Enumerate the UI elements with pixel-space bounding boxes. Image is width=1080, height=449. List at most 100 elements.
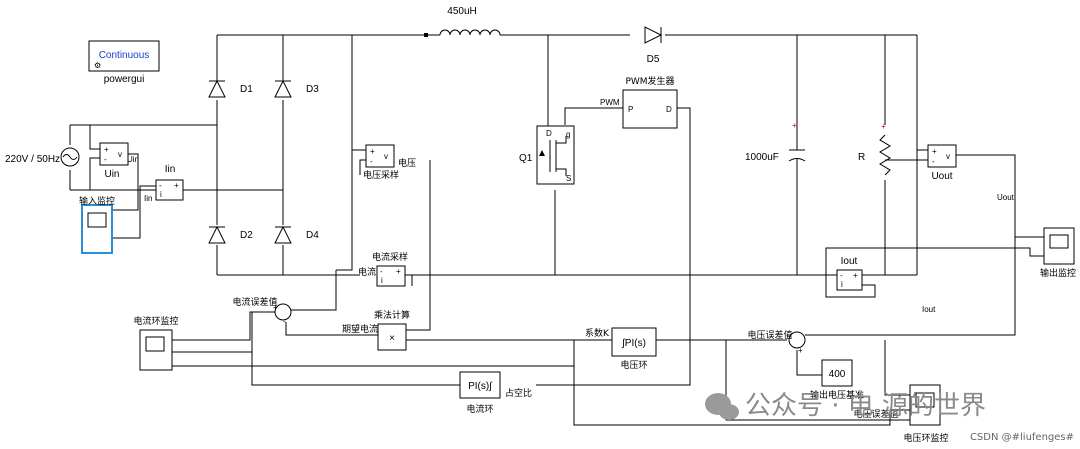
svg-text:v: v xyxy=(118,150,122,159)
mult-out-label: 期望电流 xyxy=(342,323,378,335)
mosfet-q1[interactable]: D g S Q1 xyxy=(519,125,575,185)
mult-title: 乘法计算 xyxy=(374,309,410,321)
pwm-in-label: PWM xyxy=(600,98,620,107)
sum-current-label: 电流误差值 xyxy=(232,296,277,308)
uin-out: Uin xyxy=(127,155,139,164)
pwm-title: PWM发生器 xyxy=(625,75,674,87)
sum-current-error[interactable]: +- 电流误差值 xyxy=(232,296,292,326)
isample-out: 电流 xyxy=(358,266,376,278)
resistor[interactable]: + R xyxy=(858,122,891,176)
svg-text:i: i xyxy=(841,280,843,289)
q1-d-port: D xyxy=(546,129,552,138)
const-value: 400 xyxy=(829,369,846,380)
wechat-watermark: 公众号 · 电 源的世界 xyxy=(705,391,986,421)
vsample-out: 电压 xyxy=(398,157,416,169)
d1-label: D1 xyxy=(240,84,253,95)
pwm-port-p: P xyxy=(628,105,633,114)
svg-text:+: + xyxy=(396,267,401,276)
vsample-name: 电压采样 xyxy=(363,169,399,181)
svg-text:+: + xyxy=(174,181,179,190)
scope-current-loop[interactable]: 电流环监控 xyxy=(133,315,179,371)
diode-d5[interactable]: D5 xyxy=(644,26,663,65)
pwm-generator[interactable]: PWM发生器 P D PWM xyxy=(600,75,678,129)
scope-current-label: 电流环监控 xyxy=(133,315,178,327)
svg-text:i: i xyxy=(160,190,162,199)
constant-400[interactable]: 400 输出电压基准 xyxy=(810,359,864,401)
svg-text:+: + xyxy=(932,147,937,156)
scope-output-label: 输出监控 xyxy=(1040,267,1076,279)
q1-g-port: g xyxy=(566,130,570,139)
d4-label: D4 xyxy=(306,230,319,241)
voltage-err-wire-label: 电压误差值 xyxy=(853,408,898,420)
pi-current-out: 占空比 xyxy=(505,387,532,399)
svg-text:PI(s)∫: PI(s)∫ xyxy=(468,381,493,392)
pi-current-loop[interactable]: PI(s)∫ 电流环 占空比 xyxy=(459,371,532,415)
iout-name: Iout xyxy=(841,256,858,267)
pi-voltage-loop[interactable]: ∫PI(s) 电压环 xyxy=(611,327,657,371)
csdn-credit: CSDN @#liufenges# xyxy=(970,432,1074,443)
diode-d1[interactable]: D1 xyxy=(208,79,253,98)
resistor-label: R xyxy=(858,152,865,163)
mult-in-label: 系数K xyxy=(585,327,610,339)
scope-input-label: 输入监控 xyxy=(79,195,115,207)
svg-text:-: - xyxy=(380,267,383,276)
res-plus: + xyxy=(881,122,886,131)
iin-sensor[interactable]: -+ i Iin Iin xyxy=(144,164,184,203)
d5-label: D5 xyxy=(647,54,660,65)
diode-d4[interactable]: D4 xyxy=(274,225,319,244)
cap-plus: + xyxy=(792,121,797,130)
d2-label: D2 xyxy=(240,230,253,241)
wires xyxy=(69,34,1044,426)
svg-text:-: - xyxy=(786,331,789,340)
scope-voltage-label: 电压环监控 xyxy=(903,432,948,444)
svg-text:-: - xyxy=(370,157,373,166)
current-sample-sensor[interactable]: - + i 电流采样 电流 xyxy=(358,251,408,287)
svg-text:+: + xyxy=(273,303,278,312)
const-label: 输出电压基准 xyxy=(810,389,864,401)
diode-d3[interactable]: D3 xyxy=(274,79,319,98)
svg-text:v: v xyxy=(946,152,950,161)
pi-current-name: 电流环 xyxy=(466,403,493,415)
svg-text:-: - xyxy=(104,155,107,164)
scope-output[interactable]: 输出监控 xyxy=(1040,227,1076,279)
svg-text:+: + xyxy=(370,147,375,156)
powergui-block[interactable]: Continuous ⚙ powergui xyxy=(88,40,160,85)
sum-voltage-label: 电压误差值 xyxy=(747,329,792,341)
isample-name: 电流采样 xyxy=(372,251,408,263)
svg-text:v: v xyxy=(384,152,388,161)
sum-voltage-error[interactable]: -+ 电压误差值 xyxy=(747,329,806,355)
powergui-mode: Continuous xyxy=(99,50,150,61)
diode-d2[interactable]: D2 xyxy=(208,225,253,244)
voltage-sample-sensor[interactable]: +- v 电压 电压采样 xyxy=(363,144,416,181)
inductor-label: 450uH xyxy=(447,6,476,17)
svg-text:i: i xyxy=(381,276,383,285)
capacitor-label: 1000uF xyxy=(745,152,779,163)
iout-sensor[interactable]: -+ i Iout Iout xyxy=(836,256,936,314)
inductor[interactable]: 450uH xyxy=(424,6,501,37)
multiplier-block[interactable]: × 乘法计算 期望电流 系数K xyxy=(342,309,610,351)
capacitor[interactable]: + 1000uF xyxy=(745,121,806,175)
uout-sensor[interactable]: +- v Uout Uout xyxy=(927,144,1015,202)
source-label: 220V / 50Hz xyxy=(5,154,60,165)
uout-name: Uout xyxy=(931,171,952,182)
scope-input[interactable]: 输入监控 xyxy=(79,195,115,254)
pi-voltage-name: 电压环 xyxy=(620,359,647,371)
uin-sensor[interactable]: +- v Uin Uin xyxy=(99,142,139,180)
svg-text:+: + xyxy=(853,271,858,280)
powergui-label: powergui xyxy=(104,74,145,85)
svg-text:+: + xyxy=(104,145,109,154)
ac-source[interactable]: 220V / 50Hz xyxy=(5,147,80,167)
watermark-text: 公众号 · 电 源的世界 xyxy=(745,391,986,421)
uin-name: Uin xyxy=(104,169,119,180)
svg-text:-: - xyxy=(159,181,162,190)
svg-text:-: - xyxy=(932,157,935,166)
q1-label: Q1 xyxy=(519,153,533,164)
uout-out: Uout xyxy=(997,193,1015,202)
powergui-icon: ⚙ xyxy=(94,61,101,70)
scope-voltage-loop[interactable]: 电压环监控 xyxy=(903,384,949,444)
svg-text:+: + xyxy=(798,346,803,355)
q1-s-port: S xyxy=(566,174,571,183)
iin-out: Iin xyxy=(144,194,152,203)
svg-text:-: - xyxy=(283,317,286,326)
